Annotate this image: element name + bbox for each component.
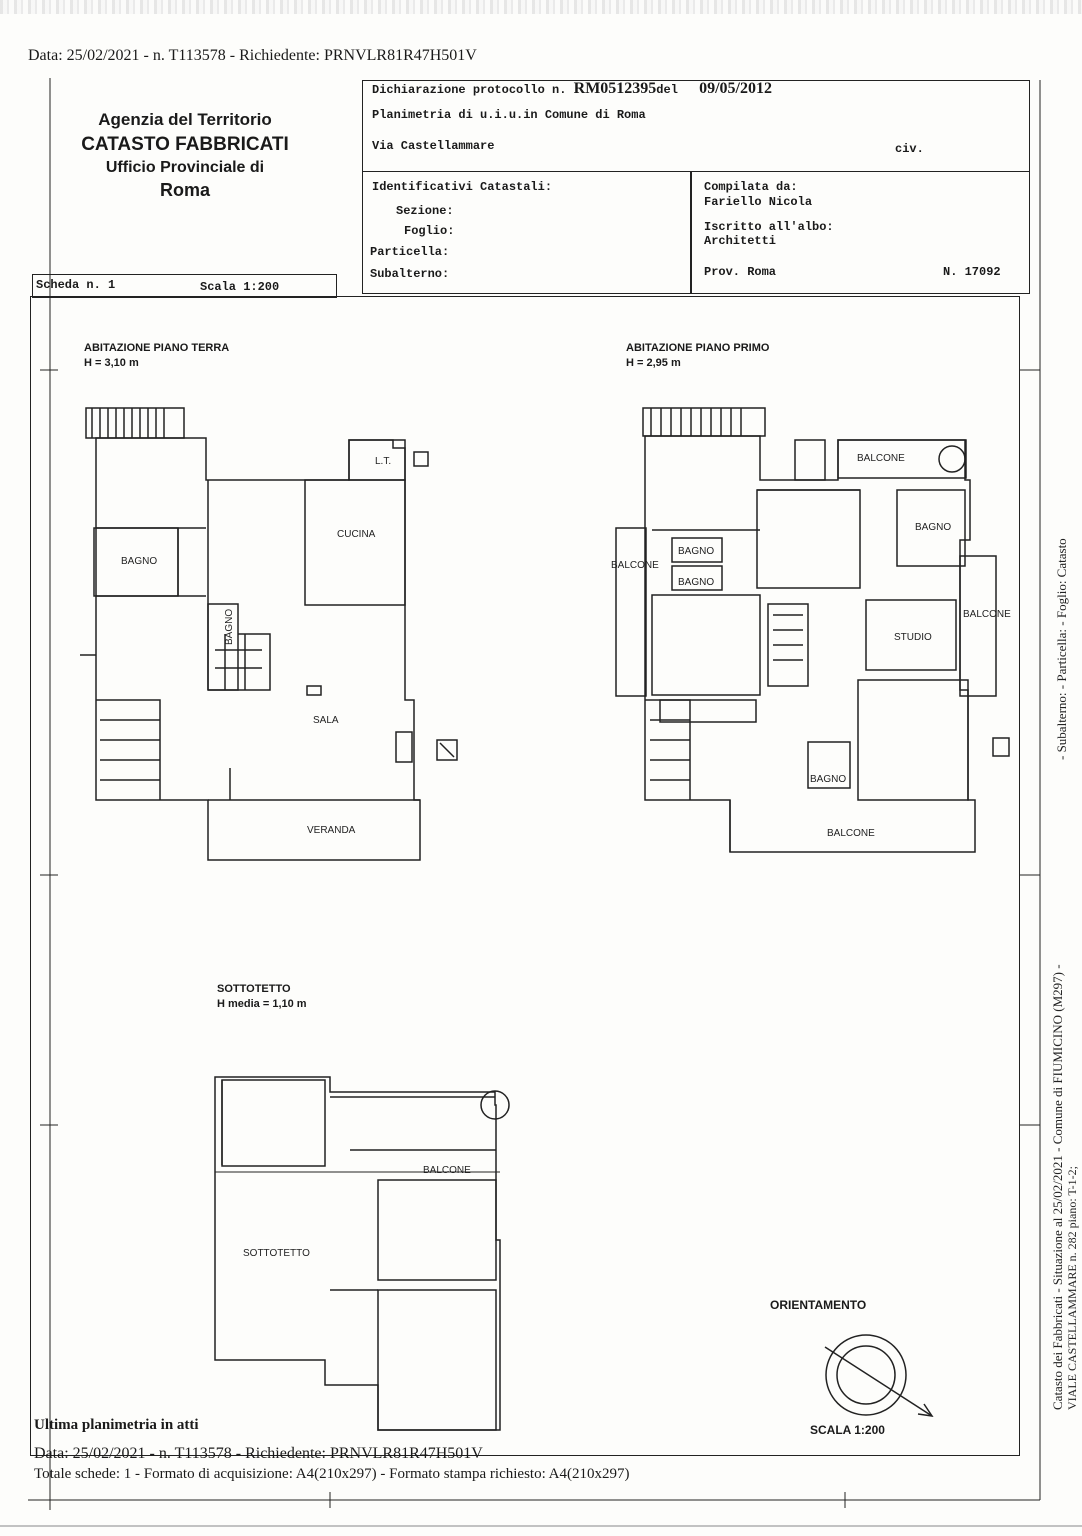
ground-floor-title: ABITAZIONE PIANO TERRA [84,342,229,354]
dichiarazione-line: Dichiarazione protocollo n. RM0512395del… [372,80,772,97]
top-request-line: Data: 25/02/2021 - n. T113578 - Richiede… [28,47,477,64]
room-sala: SALA [313,715,339,726]
room-bagno-ground: BAGNO [121,556,157,567]
orientation-symbol [824,1334,934,1417]
room-bagno-first-c: BAGNO [810,774,846,785]
room-cucina: CUCINA [337,529,376,540]
ufficio-label: Ufficio Provinciale di [105,159,265,176]
iscritto-label: Iscritto all'albo: [704,220,834,234]
identificativi-divider [690,172,692,294]
header-box [362,80,1030,172]
footer-data-line: Data: 25/02/2021 - n. T113578 - Richiede… [34,1445,483,1462]
side-text-lower: Catasto dei Fabbricati - Situazione al 2… [1050,964,1065,1410]
drawing-frame [30,296,1020,1456]
ultima-planimetria: Ultima planimetria in atti [34,1417,199,1433]
first-floor-title: ABITAZIONE PIANO PRIMO [626,342,770,354]
first-floor-plan [615,407,1010,853]
room-veranda: VERANDA [307,825,356,836]
room-studio: STUDIO [894,632,932,643]
prov-value: Prov. Roma [704,265,777,279]
scheda-label: Scheda n. 1 [36,278,116,292]
room-balcone-bottom: BALCONE [827,828,875,839]
room-balcone-right: BALCONE [963,609,1011,620]
room-bagno-first-a: BAGNO [678,546,714,557]
sezione-label: Sezione: [396,204,454,218]
attic-plan [214,1076,510,1431]
side-text-lower-2: VIALE CASTELLAMMARE n. 282 piano: T-1-2; [1065,1166,1079,1410]
albo-value: Architetti [704,234,777,248]
ground-floor-plan [80,407,458,861]
orientamento-scale: SCALA 1:200 [810,1423,885,1437]
catasto-title: CATASTO FABBRICATI [81,134,289,155]
scala-label: Scala 1:200 [200,280,280,294]
identificativi-box [362,172,1030,294]
civ-label: civ. [895,142,924,156]
scan-noise [0,0,1082,14]
address-line: Via Castellammare [372,139,495,153]
room-balcone-top: BALCONE [857,453,905,464]
room-sottotetto: SOTTOTETTO [243,1248,310,1259]
compilata-name: Fariello Nicola [704,195,813,209]
particella-label: Particella: [370,245,450,259]
ground-floor-height: H = 3,10 m [84,357,139,369]
foglio-label: Foglio: [404,224,455,238]
side-text-upper: - Subalterno: - Particella: - Foglio: Ca… [1054,538,1069,760]
numero-value: N. 17092 [943,265,1001,279]
footer-totale-line: Totale schede: 1 - Formato di acquisizio… [34,1466,630,1482]
identificativi-title: Identificativi Catastali: [372,180,553,194]
room-bagno-ground-2: BAGNO [224,609,235,645]
attic-height: H media = 1,10 m [217,998,307,1010]
room-balcone-attic: BALCONE [423,1165,471,1176]
scheda-box [32,274,337,298]
agency-name: Agenzia del Territorio [98,110,272,129]
room-bagno-first-right: BAGNO [915,522,951,533]
room-bagno-first-b: BAGNO [678,577,714,588]
orientamento-title: ORIENTAMENTO [770,1298,866,1312]
subalterno-label: Subalterno: [370,267,450,281]
planimetria-line: Planimetria di u.i.u.in Comune di Roma [372,108,646,122]
attic-title: SOTTOTETTO [217,983,291,995]
compilata-label: Compilata da: [704,180,798,194]
ufficio-city: Roma [159,180,210,200]
room-lt: L.T. [375,456,391,467]
agency-block: Agenzia del Territorio CATASTO FABBRICAT… [60,110,310,201]
first-floor-height: H = 2,95 m [626,357,681,369]
room-balcone-left: BALCONE [611,560,659,571]
